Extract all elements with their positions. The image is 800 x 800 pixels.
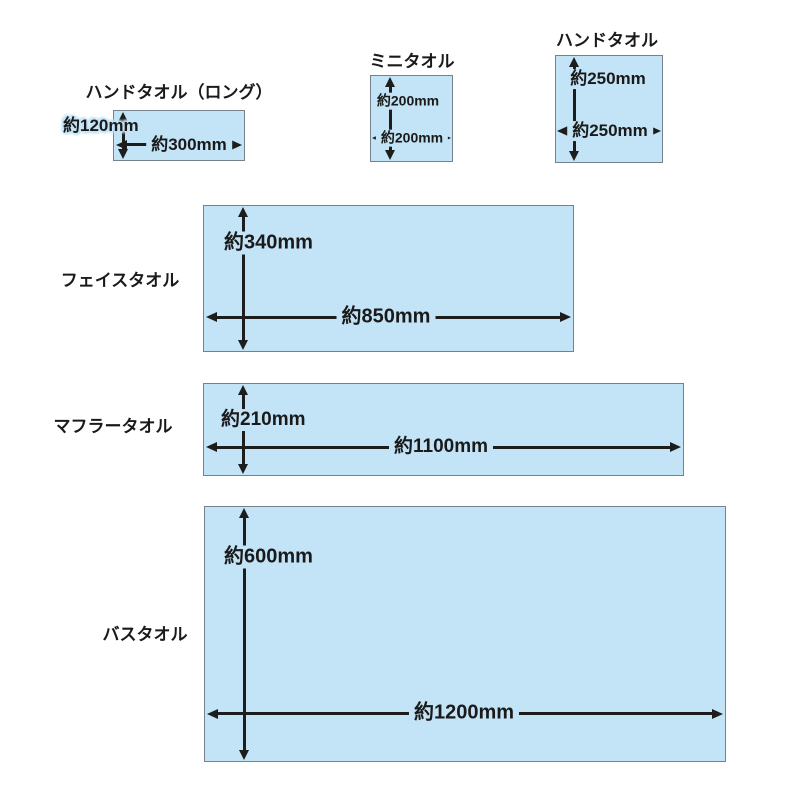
towel-group-bath: バスタオル 約600mm 約1200mm [103, 506, 726, 762]
towel-name-label: ハンドタオル（ロング） [85, 83, 273, 102]
height-arrow [121, 122, 125, 149]
height-dimension-label: 約340mm [219, 231, 318, 255]
towel-group-hand-long: ハンドタオル（ロング） 約120mm 約300mm [63, 83, 273, 161]
towel-group-muffler: マフラータオル 約210mm 約1100mm [54, 383, 684, 476]
towel-name-label: ミニタオル [369, 52, 455, 71]
width-dimension-label: 約1200mm [408, 701, 520, 725]
towel-group-mini: ミニタオル 約200mm 約200mm [370, 52, 455, 162]
height-arrow [242, 518, 246, 750]
height-arrow [388, 87, 392, 150]
towel-name-label: ハンドタオル [556, 31, 658, 50]
height-dimension-label: 約200mm [371, 92, 445, 110]
towel-name-label: マフラータオル [53, 417, 173, 436]
height-arrow [241, 217, 245, 340]
height-dimension-label: 約120mm [63, 116, 139, 136]
towel-group-face: フェイスタオル 約340mm 約850mm [61, 205, 574, 352]
width-dimension-label: 約250mm [567, 121, 653, 141]
width-dimension-label: 約1100mm [388, 436, 494, 458]
height-dimension-label: 約250mm [565, 69, 651, 89]
towel-group-hand: ハンドタオル 約250mm 約250mm [555, 31, 663, 163]
towel-name-label: フェイスタオル [60, 271, 180, 290]
towel-name-label: バスタオル [102, 625, 188, 644]
height-dimension-label: 約210mm [216, 409, 311, 431]
towel-rectangle [370, 75, 453, 162]
height-arrow [572, 67, 576, 151]
towel-rectangle [203, 205, 574, 352]
width-dimension-label: 約300mm [146, 134, 232, 155]
height-dimension-label: 約600mm [219, 545, 318, 569]
width-dimension-label: 約850mm [336, 305, 436, 329]
width-dimension-label: 約200mm [375, 129, 449, 147]
